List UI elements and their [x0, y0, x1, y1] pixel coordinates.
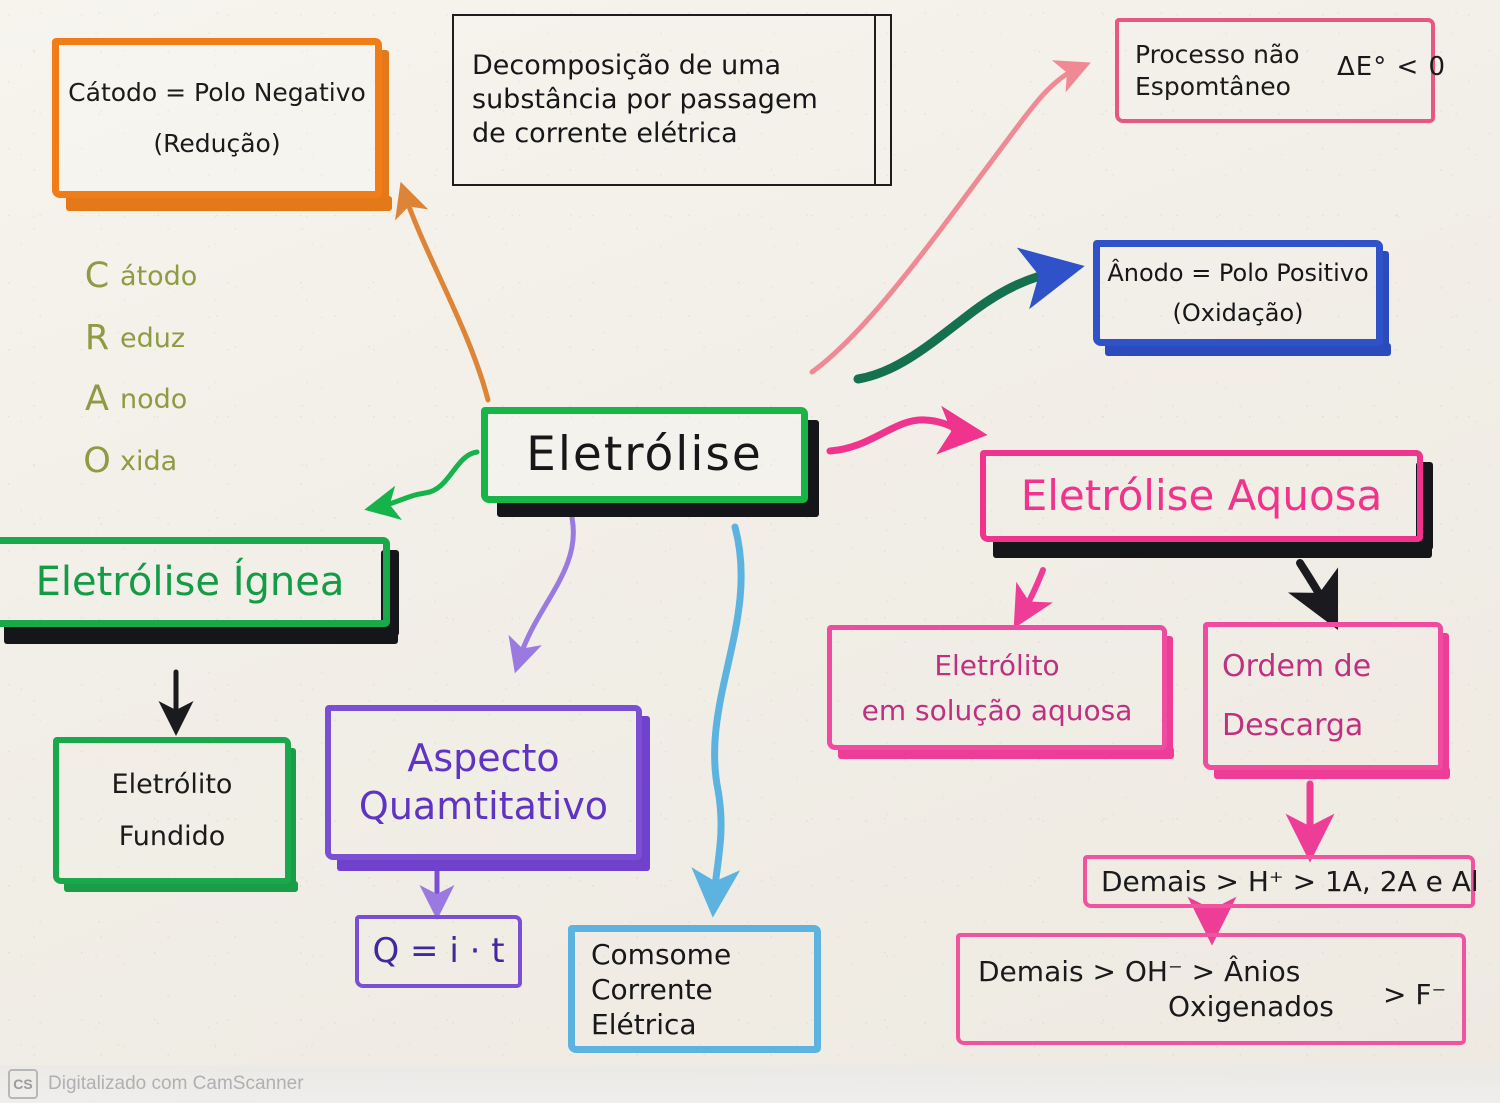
definition-line-1: Decomposição de uma [472, 50, 782, 82]
anions-discharge-order-box[interactable]: Demais > OH⁻ > Ânios Oxigenados [956, 933, 1466, 1045]
camscanner-badge-icon: CS [8, 1069, 38, 1099]
cathode-line-2: (Redução) [153, 129, 281, 158]
crao-word-1: eduz [120, 322, 186, 354]
ordem-descarga-shadow-right [1438, 633, 1449, 777]
fundido-box-shadow-right [286, 748, 296, 890]
definition-box: Decomposição de uma substância por passa… [452, 14, 892, 186]
aspecto-line-2: Quamtitativo [358, 783, 609, 828]
aspecto-line-1: Aspecto [407, 736, 560, 780]
aquosa-box[interactable]: Eletrólise Aquosa [980, 450, 1423, 542]
anode-box[interactable]: Ânodo = Polo Positivo (Oxidação) [1093, 240, 1383, 346]
definition-line-3: de corrente elétrica [472, 117, 738, 149]
definition-tick-left [452, 14, 454, 28]
consome-line-3: Elétrica [591, 1007, 697, 1041]
arrow-central-to-aquosa [826, 405, 988, 455]
cathode-box[interactable]: Cátodo = Polo Negativo (Redução) [52, 38, 382, 198]
crao-word-0: átodo [120, 261, 198, 293]
arrow-central-to-aspecto [508, 515, 576, 674]
crao-words: átodo eduz nodo xida [120, 246, 270, 492]
camscanner-watermark: CS Digitalizado com CamScanner [0, 1065, 1500, 1103]
cations-discharge-order-text: Demais > H⁺ > 1A, 2A e Al [1101, 865, 1479, 898]
anode-line-2: (Oxidação) [1172, 299, 1304, 327]
aquosa-box-shadow-bottom [993, 539, 1432, 558]
fundido-line-2: Fundido [118, 820, 226, 852]
central-node-label: Eletrólise [526, 426, 763, 482]
crao-initial-0: C [84, 256, 110, 297]
eletrolito-aquoso-line-2: em solução aquosa [861, 693, 1133, 727]
crao-initial-1: R [84, 317, 110, 358]
eletrolito-aquoso-shadow-bottom [838, 747, 1174, 759]
definition-line-2: substância por passagem [472, 84, 818, 116]
aquosa-label: Eletrólise Aquosa [1020, 470, 1383, 520]
consome-corrente-box[interactable]: Comsome Corrente Elétrica [568, 925, 821, 1053]
arrow-central-to-consome [691, 523, 745, 918]
arrow-aquosa-to-ordem [1287, 559, 1339, 631]
eletrolito-aquoso-line-1: Eletrólito [934, 648, 1060, 682]
eletrolito-aquoso-shadow-right [1162, 636, 1173, 756]
cations-discharge-order-box[interactable]: Demais > H⁺ > 1A, 2A e Al [1083, 855, 1479, 908]
cathode-box-shadow-bottom [66, 196, 392, 211]
ordem-descarga-line-2: Descarga [1222, 708, 1364, 743]
arrow-central-to-anode [853, 247, 1085, 384]
formula-box[interactable]: Q = i · t [355, 915, 522, 988]
anions-discharge-order-line-1: Demais > OH⁻ > Ânios [978, 955, 1301, 988]
anions-discharge-order-suffix: > F⁻ [1383, 978, 1447, 1011]
crao-initials: C R A O [78, 246, 116, 492]
anode-line-1: Ânodo = Polo Positivo [1107, 259, 1369, 287]
aspecto-box-shadow-bottom [337, 857, 650, 871]
delta-e-label: ΔE° < 0 [1337, 52, 1447, 82]
ordem-descarga-line-1: Ordem de [1222, 648, 1372, 684]
crao-initial-2: A [85, 379, 109, 420]
aspecto-quantitativo-box[interactable]: Aspecto Quamtitativo [325, 705, 642, 860]
fundido-line-1: Eletrólito [111, 768, 233, 800]
non-spontaneous-line-1: Processo não [1135, 40, 1300, 70]
definition-tick-right [874, 14, 876, 186]
arrow-aquosa-to-eletrolito [1013, 567, 1053, 629]
ignea-label: Eletrólise Ígnea [35, 559, 345, 605]
consome-line-2: Corrente [591, 972, 713, 1006]
camscanner-watermark-text: Digitalizado com CamScanner [48, 1073, 304, 1094]
ordem-descarga-box[interactable]: Ordem de Descarga [1203, 622, 1443, 770]
anions-discharge-order-line-2: Oxigenados [1168, 990, 1334, 1023]
ignea-box-shadow-bottom [4, 624, 398, 644]
arrow-central-to-ignea [364, 449, 480, 521]
crao-word-2: nodo [120, 384, 188, 416]
central-box-shadow-bottom [497, 500, 819, 517]
consome-line-1: Comsome [591, 937, 732, 971]
formula-label: Q = i · t [372, 931, 505, 972]
arrow-central-to-cathode [395, 181, 491, 403]
anode-box-shadow-bottom [1105, 343, 1391, 356]
crao-initial-3: O [83, 440, 111, 481]
central-node-eletrolise[interactable]: Eletrólise [481, 407, 808, 503]
ignea-box[interactable]: Eletrólise Ígnea [0, 537, 390, 627]
eletrolito-fundido-box[interactable]: Eletrólito Fundido [53, 737, 291, 884]
eletrolito-aquoso-box[interactable]: Eletrólito em solução aquosa [827, 625, 1167, 750]
cathode-line-1: Cátodo = Polo Negativo [68, 77, 366, 107]
fundido-box-shadow-bottom [64, 881, 298, 892]
crao-mnemonic-box [0, 0, 44, 255]
non-spontaneous-box[interactable]: Processo não Espomtâneo [1115, 18, 1435, 123]
non-spontaneous-line-2: Espomtâneo [1135, 71, 1291, 101]
crao-word-3: xida [120, 445, 178, 477]
ordem-descarga-shadow-bottom [1214, 767, 1450, 779]
